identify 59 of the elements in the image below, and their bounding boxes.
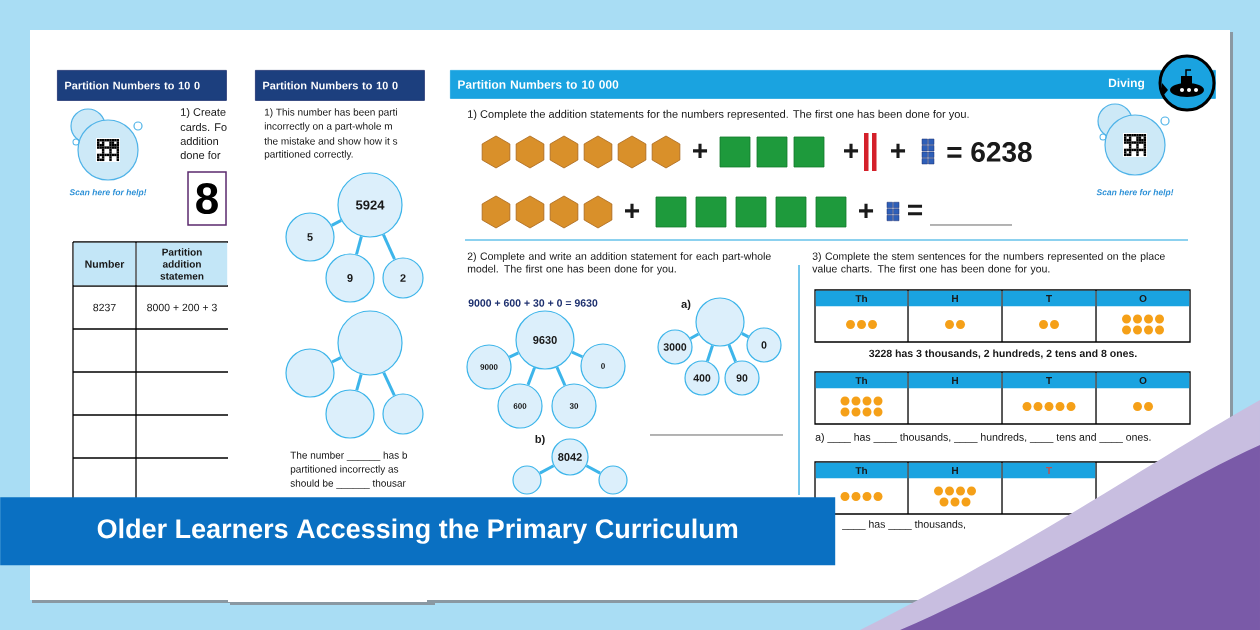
table-header: Partition addition statemen [136,242,228,286]
connector-line [526,367,536,386]
table-cell: 8000 + 200 + 3 [147,303,217,312]
sentence-text: should be ______ thousar [290,479,406,489]
instruction-text: 1) Complete the addition statements for the numbers represented. The first one has been done for you. [468,109,969,121]
sentence-text: 3228 has 3 thousands, 2 hundreds, 2 tens and 8 ones. [869,349,1137,359]
connector-line [585,464,601,475]
part-whole-circle [337,310,403,376]
plus-sign: + [844,143,859,158]
qr-caption: Scan here for help! [69,189,147,197]
plus-sign: + [891,143,906,158]
part-whole-circle [382,393,424,435]
instruction-text: the mistake and show how it s [264,137,398,145]
sentence-text: partitioned incorrectly as [290,465,399,475]
connector-line [508,351,519,359]
connector-line [355,236,363,255]
qr-caption: Scan here for help! [1096,189,1174,197]
part-whole-circle [285,348,335,398]
connector-line [689,332,700,340]
table-cell: 8237 [93,303,116,312]
part-whole-circle [325,389,375,439]
plus-sign: + [859,203,874,218]
instruction-text: addition [180,136,218,146]
instruction-text: 3) Complete the stem sentences for the numbers represented on the place value charts. The first one has been done for you. [812,252,1165,275]
level-label: Diving [1108,78,1144,90]
connector-line [571,350,583,359]
part-whole-circle [512,465,542,495]
part-whole-circle [695,297,745,347]
connector-line [331,356,342,364]
connector-line [382,371,396,396]
instruction-text: 2) Complete and write an addition statement for each part-whole model. The first one has been done for you. [467,252,771,275]
connector-line [355,373,363,391]
connector-line [382,234,396,260]
plus-sign: + [693,143,708,158]
question-label: b) [535,434,545,446]
connector-line [741,332,750,339]
instruction-text: cards. Fo [180,122,227,132]
question-label: a) [681,299,691,311]
instruction-text: done for [180,150,221,160]
instruction-text: incorrectly on a part-whole m [264,122,392,132]
equation-text: = 6238 [947,142,1032,162]
header-bar: Partition Numbers to 10 0 [255,70,425,101]
plus-sign: + [625,203,640,218]
instruction-text: partitioned correctly. [264,150,353,160]
equals-sign: = [908,204,923,216]
instruction-text: 1) Create [181,107,226,119]
connector-line [331,219,342,227]
connector-line [555,366,567,386]
connector-line [727,344,737,363]
number-card: 8 [187,171,227,226]
sentence-text: ____ has ____ thousands, [842,520,965,530]
connector-line [539,464,555,475]
title-banner: Older Learners Accessing the Primary Curriculum [0,497,836,566]
part-whole-circle [598,465,628,495]
header-bar: Partition Numbers to 10 0 [57,70,227,101]
sentence-text: The number ______ has b [290,451,408,461]
sentence-text: a) ____ has ____ thousands, ____ hundreds, ____ tens and ____ ones. [815,433,1151,443]
table-header: Number [73,242,136,286]
connector-line [705,344,714,362]
